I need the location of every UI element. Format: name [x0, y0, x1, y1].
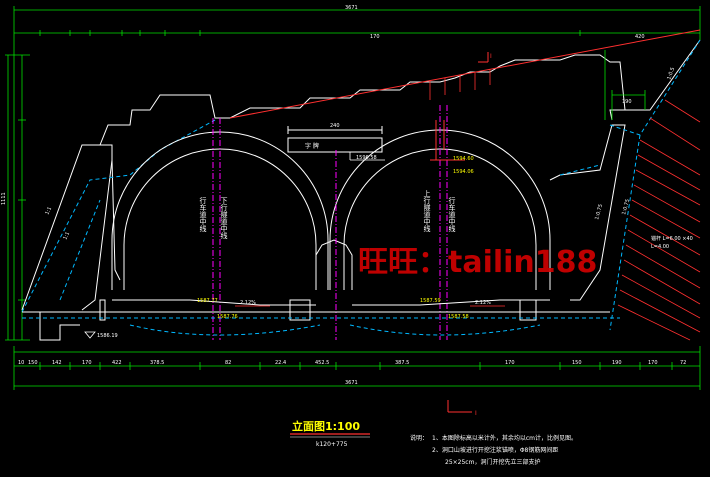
height-left-dim: 1111 — [1, 192, 7, 205]
bottom-seg-2: 142 — [52, 360, 62, 366]
right-wing-wall — [549, 124, 626, 301]
right-outer-wall — [625, 39, 701, 111]
slope-right-2: 1:0.75 — [621, 199, 631, 216]
left-slope-lines — [21, 119, 216, 313]
grade-right: 2.12% — [475, 300, 491, 306]
slope-right-1: 1:0.5 — [666, 67, 676, 81]
anchor-note-2: L=4.00 — [651, 244, 669, 250]
upper-back-slope-outline — [82, 54, 626, 146]
overall-bottom-dim: 3671 — [345, 380, 358, 386]
elev-left-road-2: 1587.76 — [217, 314, 238, 320]
bottom-seg-6: 82 — [225, 360, 231, 366]
bottom-seg-12: 190 — [612, 360, 622, 366]
right-top-dim: 420 — [635, 34, 645, 40]
top-dimension-chain — [13, 6, 701, 340]
elev-ground: 1586.19 — [97, 333, 118, 339]
notes-line-3: 25×25cm，洞门开挖先立三部支护 — [445, 458, 540, 466]
notes-line-2: 2、洞口山坡进行开挖注浆锚喷，Φ8钢筋网间距 — [432, 446, 558, 454]
right-lane-label: 行车道中线 — [448, 196, 456, 232]
anchor-bolt-hatching — [617, 99, 701, 341]
elev-right-road-2: 1587.58 — [448, 314, 469, 320]
grade-left: 2.12% — [240, 300, 256, 306]
plaque-text: 字 牌 — [305, 142, 319, 150]
box-width-dim: 240 — [330, 123, 340, 129]
roadway-base — [22, 299, 610, 341]
bottom-seg-7: 22.4 — [275, 360, 286, 366]
right-tunnel-label: 上行隧道中线 — [423, 189, 431, 232]
slope-left-2: 1:1 — [62, 231, 71, 241]
bottom-seg-3: 170 — [82, 360, 92, 366]
grade-ticks — [429, 69, 491, 100]
section-label-top: I — [490, 53, 492, 60]
red-elev-arrows — [430, 120, 465, 161]
bottom-seg-13: 170 — [648, 360, 658, 366]
left-tunnel-label: 下行隧道中线 — [220, 197, 228, 239]
bottom-seg-4: 422 — [112, 360, 122, 366]
plaque-elev-marker — [349, 152, 385, 161]
notes-head: 说明： — [410, 434, 428, 442]
right-box-dim: 190 — [622, 99, 632, 105]
section-mark-bottom — [447, 400, 472, 413]
section-label-bottom: I — [475, 410, 477, 417]
elev-top-1: 1594.60 — [453, 156, 474, 162]
elev-right-road: 1587.59 — [420, 298, 441, 304]
watermark: 旺旺：tailin188 — [358, 245, 597, 280]
left-inner-wall — [111, 159, 121, 281]
bottom-seg-8: 452.5 — [315, 360, 329, 366]
notes-line-1: 1、本图除标高以米计外，其余均以cm计，比例见图。 — [432, 434, 577, 442]
slope-right-3: 1:0.75 — [594, 204, 604, 221]
bottom-dimension-chain — [13, 346, 701, 390]
bottom-seg-9: 387.5 — [395, 360, 409, 366]
drawing-title: 立面图1:100 — [292, 419, 360, 433]
ground-grade-line — [229, 29, 701, 119]
name-plaque — [287, 126, 383, 153]
centerlines — [212, 105, 448, 340]
invert-dashed — [22, 317, 620, 336]
left-lane-label: 行车道中线 — [199, 196, 207, 232]
anchor-note: 锚杆 L=6.00 ×40 — [651, 235, 693, 242]
chainage: k120+775 — [316, 441, 348, 448]
bottom-seg-0: 10 — [18, 360, 24, 366]
elev-top-2: 1594.06 — [453, 169, 474, 175]
middle-top-dim: 170 — [370, 34, 380, 40]
left-dimension-chain — [5, 54, 30, 341]
section-mark-top — [478, 52, 489, 63]
bottom-seg-1: 150 — [28, 360, 38, 366]
right-top-dim-box — [604, 50, 646, 120]
elev-plaque: 1596.58 — [356, 155, 377, 161]
bottom-seg-11: 150 — [572, 360, 582, 366]
overall-top-dim: 3671 — [345, 5, 358, 11]
ground-elev-marker — [84, 331, 96, 339]
bottom-seg-10: 170 — [505, 360, 515, 366]
bottom-seg-5: 378.5 — [150, 360, 164, 366]
left-wing-wall — [21, 144, 113, 311]
middle-pier — [315, 239, 353, 290]
bottom-seg-14: 72 — [680, 360, 686, 366]
right-slope-lines — [559, 39, 701, 331]
elev-left-road: 1587.77 — [197, 298, 218, 304]
slope-left-1: 1:1 — [44, 206, 53, 216]
